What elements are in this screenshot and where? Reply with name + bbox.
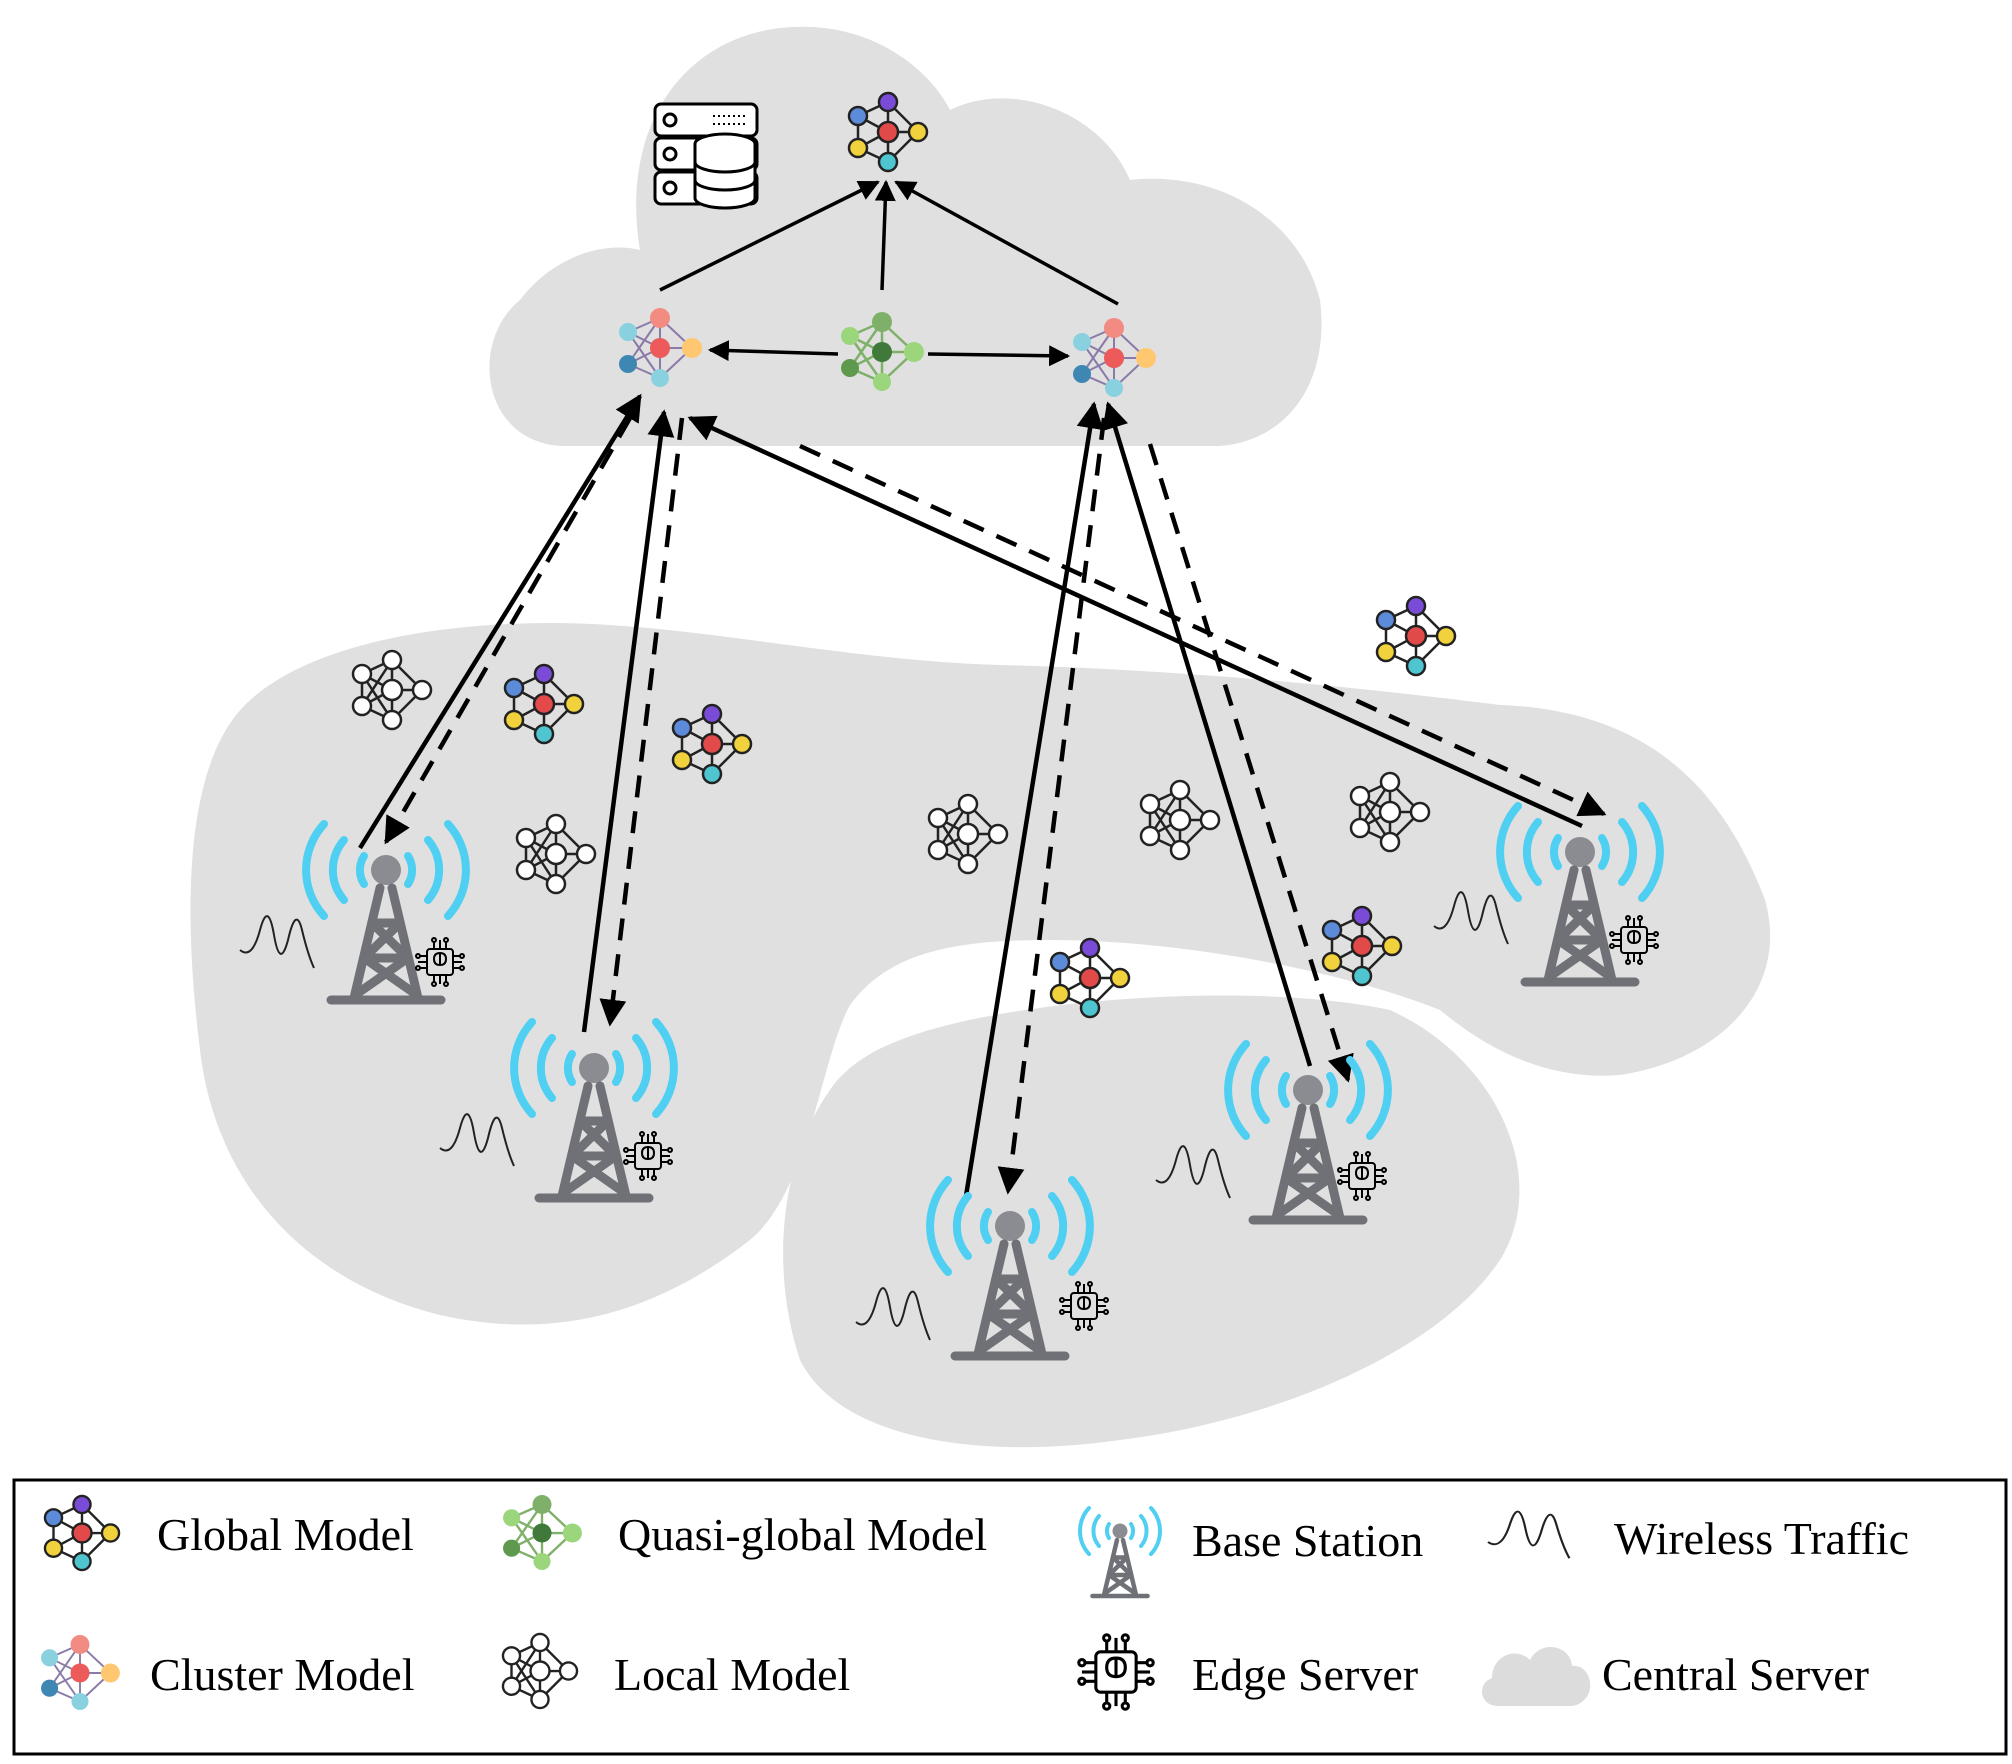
legend-central-server-label: Central Server	[1602, 1649, 1869, 1700]
legend: Global Model Quasi-global Model Base Sta…	[12, 1478, 2008, 1756]
legend-edge-server-label: Edge Server	[1192, 1649, 1418, 1700]
edge-cluster-region-bottom	[783, 995, 1520, 1448]
global-model-icon	[1375, 595, 1457, 677]
central-server-cloud	[489, 26, 1322, 446]
legend-global-model-label: Global Model	[157, 1509, 414, 1560]
legend-central-server-icon	[1481, 1647, 1591, 1706]
download-arrows	[384, 416, 1607, 1195]
aggregation-arrows	[659, 179, 1119, 367]
legend-wireless-traffic-label: Wireless Traffic	[1614, 1513, 1909, 1564]
database-server-icon	[653, 102, 759, 210]
legend-quasi-global-model-label: Quasi-global Model	[618, 1509, 987, 1560]
legend-base-station-label: Base Station	[1192, 1515, 1423, 1566]
upload-arrows	[358, 393, 1583, 1197]
legend-cluster-model-label: Cluster Model	[150, 1649, 414, 1700]
legend-local-model-label: Local Model	[614, 1649, 850, 1700]
